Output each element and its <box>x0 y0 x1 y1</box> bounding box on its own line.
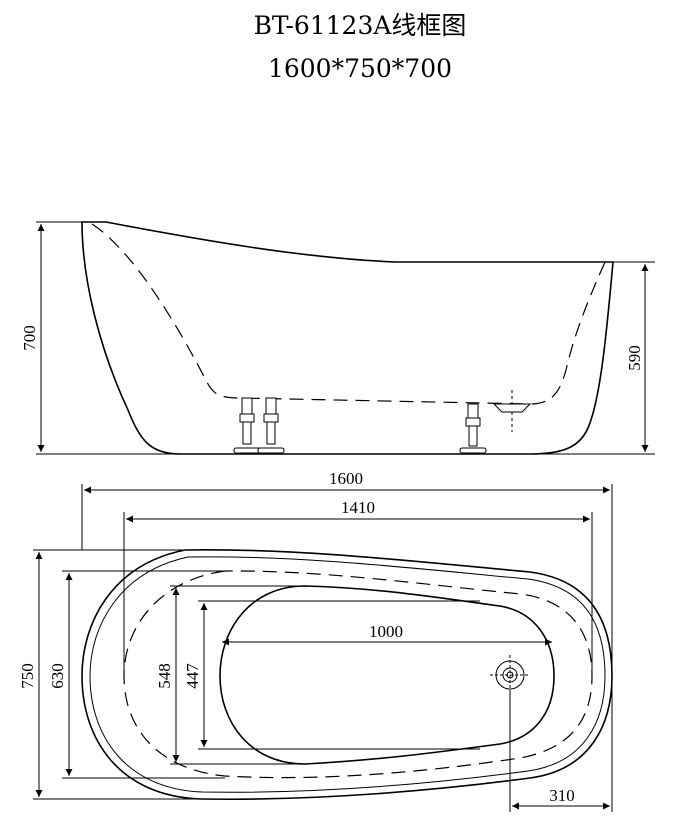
dim-height-total: 700 <box>20 325 39 351</box>
plan-outer-rim <box>81 549 613 801</box>
leg-left-2 <box>257 397 285 454</box>
plan-outer-rim-inner <box>89 556 606 793</box>
dim-drain-offset: 310 <box>549 786 575 805</box>
side-outer-shell <box>81 221 614 455</box>
overflow-drain-fitting <box>492 390 532 432</box>
plan-bottom-floor <box>219 585 555 765</box>
drawing-size: 1600*750*700 <box>268 54 452 83</box>
side-view: 700 590 <box>20 221 655 455</box>
dim-width-total: 750 <box>18 663 37 689</box>
dim-width-floor: 447 <box>183 663 202 689</box>
leg-right <box>459 403 487 454</box>
dim-height-rim: 590 <box>625 345 644 371</box>
dim-length-total: 1600 <box>329 469 363 488</box>
plan-view: 1600 1410 1000 750 630 548 447 310 <box>18 469 613 812</box>
dim-width-inner: 630 <box>48 663 67 689</box>
drain-icon <box>490 655 530 695</box>
plan-inner-basin <box>123 570 593 779</box>
drawing-title: BT-61123A线框图 <box>254 11 467 40</box>
leg-left-1 <box>233 397 261 454</box>
dim-length-inner: 1410 <box>341 498 375 517</box>
dim-floor-length: 1000 <box>369 622 403 641</box>
side-inner-basin <box>91 223 606 405</box>
dim-width-bottom: 548 <box>155 663 174 689</box>
